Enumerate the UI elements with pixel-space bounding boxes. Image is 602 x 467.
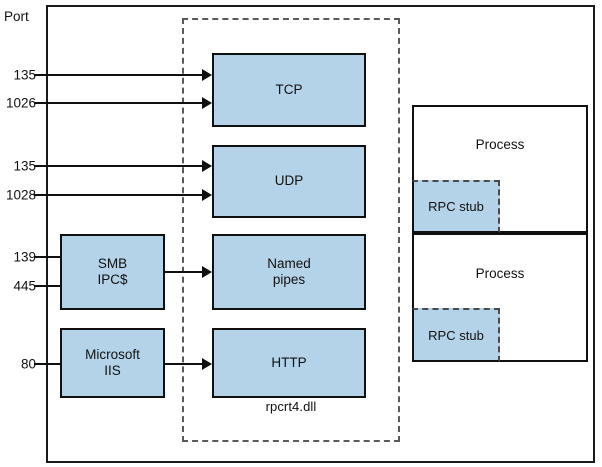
rpc-stub-box-2[interactable]: RPC stub [412, 308, 500, 362]
wire-port1028-to-udp [34, 194, 210, 196]
wire-smb-to-named-pipes [165, 271, 210, 273]
wire-port139-to-smb [34, 256, 62, 258]
arrowhead-udp-1 [202, 160, 212, 172]
arrowhead-tcp-2 [202, 97, 212, 109]
transport-box-http[interactable]: HTTP [212, 328, 366, 398]
wire-port1026-to-tcp [34, 102, 210, 104]
transport-box-named-pipes[interactable]: Named pipes [212, 234, 366, 310]
port-label-smb-139: 139 [13, 249, 36, 265]
process-label-2: Process [475, 266, 525, 281]
wire-port135-to-tcp [34, 74, 210, 76]
arrowhead-http [202, 358, 212, 370]
service-box-microsoft-iis[interactable]: Microsoft IIS [60, 328, 165, 398]
port-label-iis-80: 80 [20, 356, 36, 372]
arrowhead-udp-2 [202, 189, 212, 201]
rpcrt4-dll-boundary [182, 18, 400, 442]
rpcrt4-dll-label: rpcrt4.dll [265, 399, 317, 414]
transport-box-udp[interactable]: UDP [212, 145, 366, 218]
port-label-tcp-135: 135 [13, 67, 36, 83]
process-label-1: Process [475, 137, 525, 152]
rpc-stub-box-1[interactable]: RPC stub [412, 180, 500, 233]
port-column-heading: Port [4, 9, 29, 24]
wire-port445-to-smb [34, 285, 62, 287]
wire-iis-to-http [165, 363, 210, 365]
port-label-udp-1028: 1028 [5, 187, 36, 203]
wire-port80-to-iis [34, 363, 62, 365]
arrowhead-named-pipes [202, 266, 212, 278]
arrowhead-tcp-1 [202, 69, 212, 81]
system-boundary-frame [46, 5, 595, 463]
port-label-udp-135: 135 [13, 158, 36, 174]
port-label-tcp-1026: 1026 [5, 95, 36, 111]
service-box-smb-ipc[interactable]: SMB IPC$ [60, 234, 165, 310]
wire-port135-to-udp [34, 165, 210, 167]
transport-box-tcp[interactable]: TCP [212, 53, 366, 127]
port-label-smb-445: 445 [13, 278, 36, 294]
